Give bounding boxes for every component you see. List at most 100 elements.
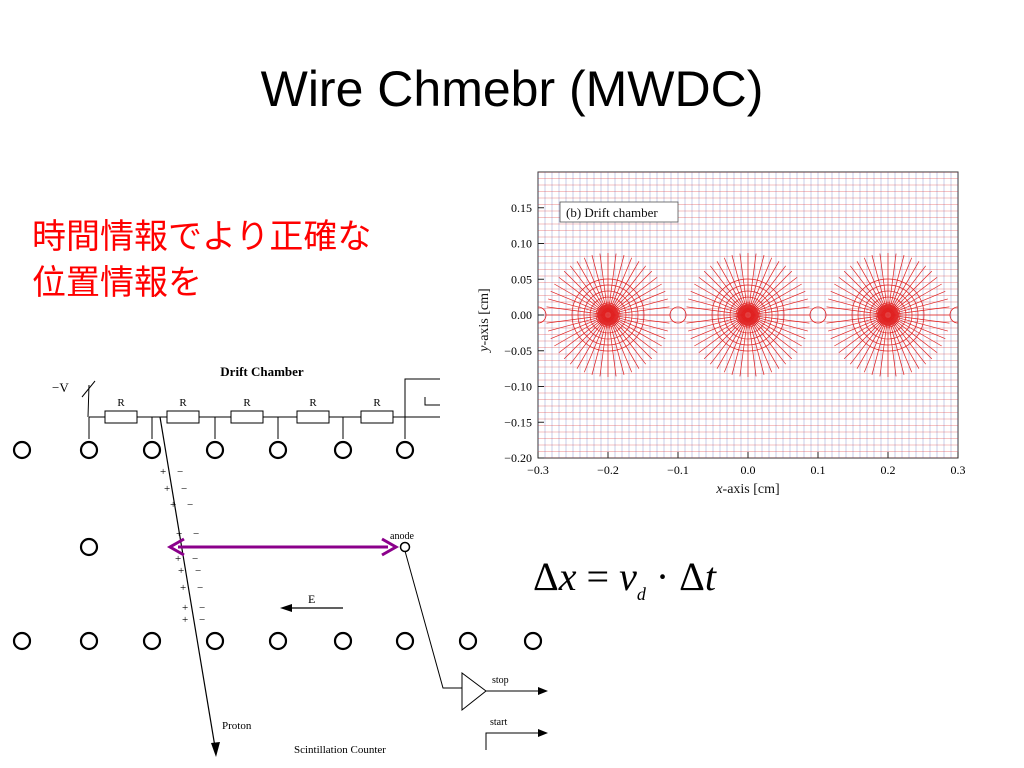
field-line bbox=[550, 290, 606, 315]
electron: − bbox=[199, 614, 205, 626]
equipotential-ring bbox=[723, 290, 773, 340]
boundary-loop bbox=[809, 306, 827, 324]
field-line bbox=[703, 316, 747, 360]
y-tick-label: −0.15 bbox=[504, 415, 532, 429]
positive-ion: + bbox=[170, 499, 176, 511]
field-line bbox=[889, 261, 920, 313]
cathode-wire bbox=[142, 440, 162, 460]
anode-wire bbox=[399, 541, 411, 553]
equipotential-ring bbox=[729, 296, 767, 334]
start-label: start bbox=[490, 717, 507, 728]
stop-label: stop bbox=[492, 675, 509, 686]
field-line bbox=[750, 283, 802, 314]
x-axis-label-var: x bbox=[715, 482, 723, 497]
cathode-wire bbox=[268, 631, 288, 651]
field-line bbox=[739, 317, 748, 377]
resistor bbox=[230, 410, 264, 424]
field-line bbox=[563, 270, 607, 314]
field-line bbox=[716, 261, 747, 313]
field-line bbox=[731, 317, 748, 375]
formula-delta-t-symbol: Δ bbox=[679, 554, 705, 599]
schematic-title: Drift Chamber bbox=[220, 364, 304, 379]
field-line bbox=[599, 317, 608, 377]
cathode-wire bbox=[12, 440, 32, 460]
proton-label: Proton bbox=[222, 720, 252, 732]
field-line bbox=[890, 298, 948, 315]
plot-label: (b) Drift chamber bbox=[566, 205, 658, 220]
y-axis-ticks: 0.150.100.050.00−0.05−0.10−0.15−0.20 bbox=[504, 201, 544, 465]
field-line bbox=[610, 316, 662, 347]
equipotential-ring bbox=[711, 278, 785, 352]
field-line bbox=[608, 257, 633, 313]
field-line bbox=[548, 315, 606, 332]
cathode-wire bbox=[268, 440, 288, 460]
field-line bbox=[871, 317, 888, 375]
field-line bbox=[749, 317, 780, 369]
cathode-wire bbox=[333, 440, 353, 460]
field-line bbox=[576, 261, 607, 313]
electron: − bbox=[187, 499, 193, 511]
field-line bbox=[698, 316, 746, 354]
field-line bbox=[686, 306, 746, 315]
proton-arrowhead bbox=[211, 742, 220, 757]
start-line bbox=[485, 732, 540, 750]
field-line bbox=[843, 316, 887, 360]
field-line bbox=[558, 316, 606, 354]
electron: − bbox=[197, 582, 203, 594]
field-line bbox=[750, 315, 808, 332]
equipotential-ring bbox=[875, 302, 901, 328]
field-line bbox=[834, 316, 886, 347]
y-axis-label-rest: -axis [cm] bbox=[477, 288, 492, 345]
field-line bbox=[748, 253, 757, 313]
field-line bbox=[610, 316, 658, 354]
positive-ion: + bbox=[176, 528, 182, 540]
drift-formula: Δx = vd · Δt bbox=[533, 553, 773, 605]
plot-label-box bbox=[559, 201, 679, 223]
equipotential-ring bbox=[589, 296, 627, 334]
field-line bbox=[610, 276, 658, 314]
cathode-wire bbox=[333, 631, 353, 651]
resistor bbox=[296, 410, 330, 424]
field-line bbox=[609, 270, 653, 314]
y-tick-label: −0.20 bbox=[504, 451, 532, 465]
field-line bbox=[723, 317, 748, 373]
field-line bbox=[698, 276, 746, 314]
x-tick-label: −0.2 bbox=[597, 463, 619, 477]
field-line bbox=[591, 255, 608, 313]
equipotential-ring bbox=[583, 290, 633, 340]
field-line bbox=[609, 261, 640, 313]
field-line bbox=[890, 316, 942, 347]
positive-ion: + bbox=[182, 602, 188, 614]
field-line bbox=[609, 317, 640, 369]
field-line bbox=[609, 317, 647, 365]
field-line bbox=[890, 315, 948, 332]
field-line bbox=[723, 257, 748, 313]
electron: − bbox=[177, 466, 183, 478]
field-line bbox=[690, 315, 746, 340]
field-line bbox=[750, 316, 798, 354]
field-line bbox=[890, 315, 950, 324]
field-line bbox=[599, 253, 608, 313]
wire-markers bbox=[597, 304, 899, 326]
field-line bbox=[709, 265, 747, 313]
field-line bbox=[694, 316, 746, 347]
field-line bbox=[750, 315, 810, 324]
field-line bbox=[569, 265, 607, 313]
field-line bbox=[610, 315, 668, 332]
field-line bbox=[849, 317, 887, 365]
equipotential-ring bbox=[717, 284, 779, 346]
field-line bbox=[879, 317, 888, 377]
resistor-label: R bbox=[243, 397, 251, 409]
x-tick-label: −0.1 bbox=[667, 463, 689, 477]
cathode-wire bbox=[12, 631, 32, 651]
wire-marker bbox=[737, 304, 759, 326]
formula-subscript-d: d bbox=[636, 584, 646, 604]
field-line bbox=[688, 298, 746, 315]
field-line bbox=[739, 253, 748, 313]
resistor-label: R bbox=[309, 397, 317, 409]
electron: − bbox=[192, 553, 198, 565]
electron: − bbox=[199, 602, 205, 614]
field-line bbox=[548, 298, 606, 315]
x-tick-label: 0.0 bbox=[741, 463, 756, 477]
